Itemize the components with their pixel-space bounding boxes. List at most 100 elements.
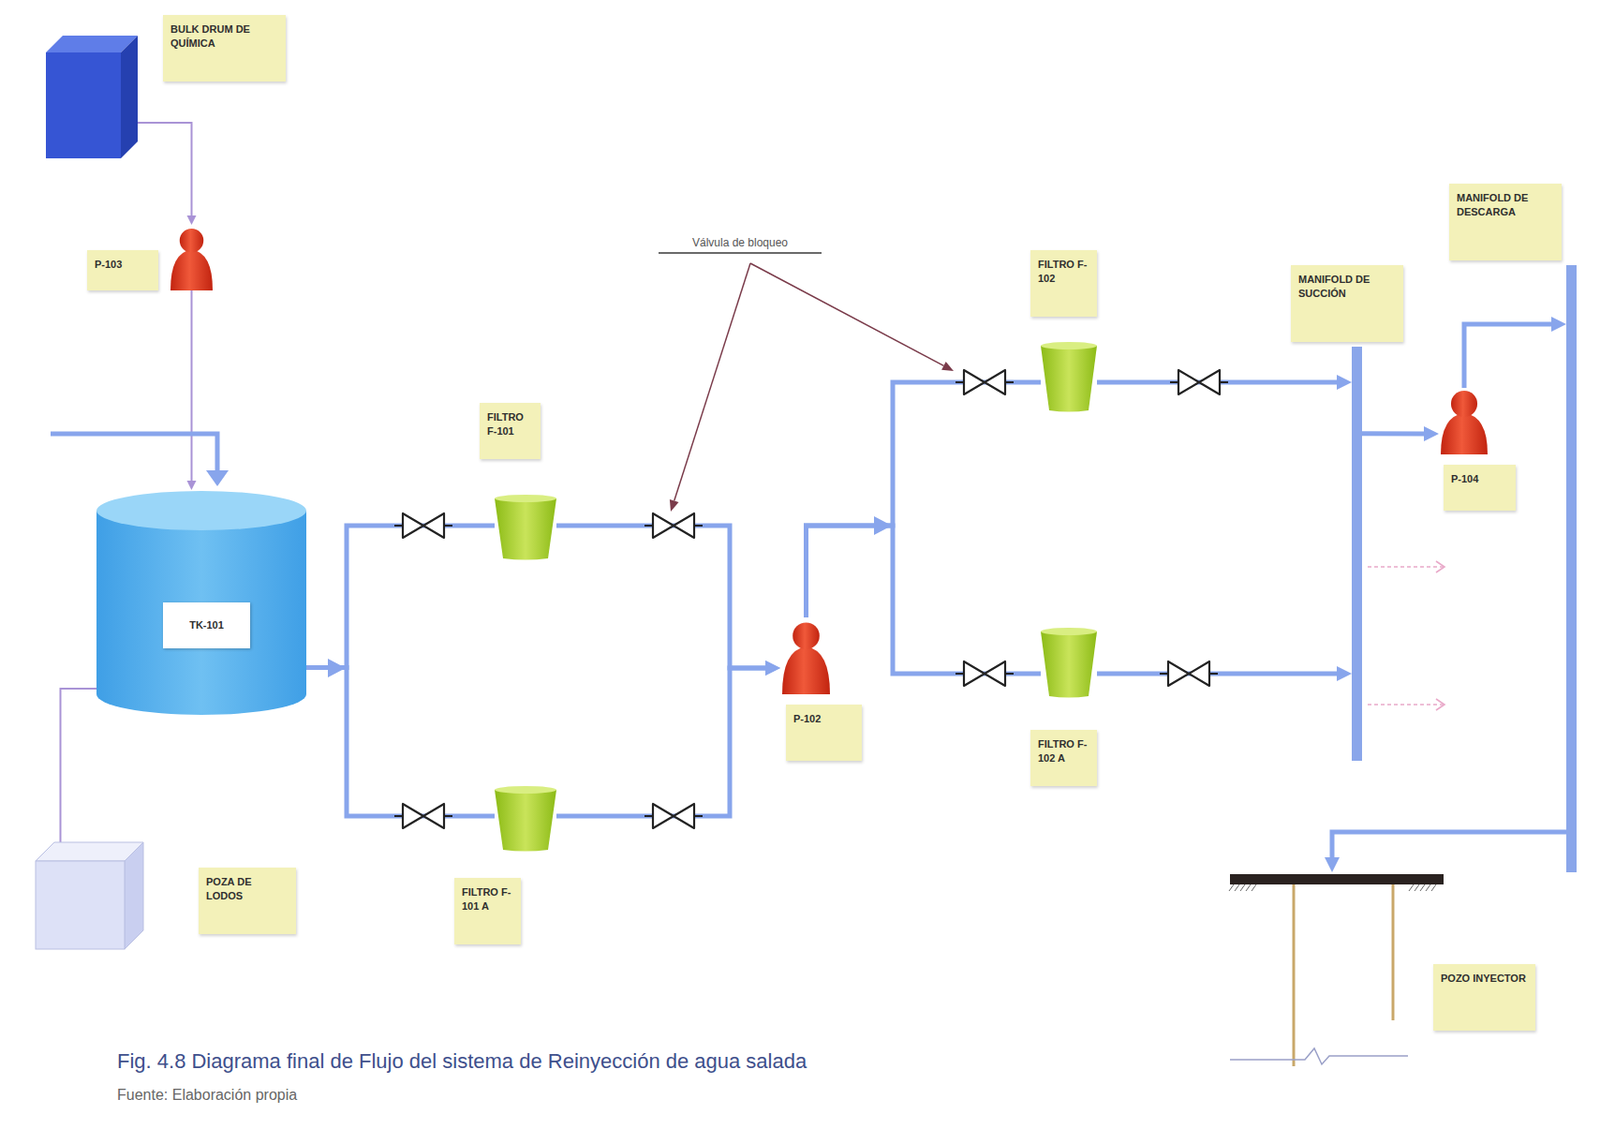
block-valve — [644, 513, 703, 538]
well-casing — [1292, 884, 1296, 1067]
ground-hatch — [1408, 884, 1414, 891]
equipment-tag: FILTRO F-102 A — [1030, 729, 1097, 786]
equipment-tag: FILTRO F-101 A — [454, 877, 521, 945]
pit-front — [35, 860, 125, 949]
ground-hatch — [1431, 884, 1437, 891]
arrow-head — [1336, 666, 1352, 682]
pipe-line — [191, 290, 193, 483]
filter-node: FILTRO F-102 A — [1040, 627, 1097, 699]
wellhead-platform — [1229, 874, 1444, 885]
pump-head — [179, 228, 204, 252]
filter-symbol — [1040, 627, 1097, 699]
equipment-name: FILTRO F-101 A — [461, 886, 511, 912]
water-pipe — [556, 525, 781, 676]
pump-symbol — [168, 224, 215, 291]
equipment-name: MANIFOLD DE DESCARGA — [1456, 192, 1528, 218]
water-pipe — [306, 525, 495, 668]
arrow-head — [669, 499, 680, 512]
pump-body — [782, 646, 830, 695]
equipment-name: BULK DRUM DE QUÍMICA — [170, 23, 251, 49]
ground-hatch — [1251, 884, 1257, 891]
water-pipe — [306, 667, 495, 816]
bar-symbol — [1351, 346, 1363, 761]
drum-front — [45, 52, 121, 159]
ground-hatch — [1240, 884, 1245, 891]
pump-node: P-103 — [168, 224, 215, 291]
equipment-name: POZO INYECTOR — [1440, 972, 1526, 984]
block-valve — [1159, 661, 1218, 686]
filter-rim — [494, 494, 557, 503]
equipment-name: POZA DE LODOS — [206, 875, 252, 902]
pipe-line — [1362, 430, 1427, 436]
feed-pipe — [50, 433, 218, 473]
pipe-line — [1096, 671, 1340, 677]
arrow-head — [206, 470, 229, 487]
ground-hatch — [1245, 884, 1251, 891]
equipment-name: P-102 — [793, 712, 821, 725]
ground-hatch — [1229, 884, 1234, 891]
chemical-line — [60, 688, 98, 843]
well-node: POZO INYECTOR — [1229, 872, 1444, 1072]
chemical-line — [137, 122, 197, 225]
equipment-tag: P-102 — [785, 704, 862, 761]
equipment-tag: FILTRO F-102 — [1030, 250, 1097, 317]
figure-caption: Fig. 4.8 Diagrama final de Flujo del sis… — [117, 1049, 807, 1074]
tank-roof — [96, 490, 307, 531]
leader-line — [674, 263, 751, 502]
block-valve — [644, 803, 703, 829]
pipe-line — [556, 667, 769, 816]
tank-tag: TK-101 — [162, 602, 251, 649]
source-note: Fuente: Elaboración propia — [117, 1086, 297, 1104]
arrow-head — [1436, 698, 1445, 711]
water-pipe — [1362, 426, 1439, 442]
pump-node: P-102 — [780, 617, 832, 695]
water-pipe — [556, 660, 781, 816]
filter-node: FILTRO F-101 A — [494, 785, 557, 853]
water-pipe — [1324, 831, 1567, 873]
filter-body — [1040, 345, 1097, 413]
chemical-line — [186, 290, 196, 490]
formation-line — [1229, 1048, 1408, 1065]
arrow-head — [874, 516, 892, 535]
filter-symbol — [1040, 341, 1097, 414]
bar-node: MANIFOLD DE DESCARGA — [1566, 265, 1577, 873]
equipment-name: P-103 — [94, 258, 122, 270]
source-note-text: Fuente: Elaboración propia — [117, 1086, 297, 1103]
ground-hatch — [1425, 884, 1431, 891]
pipe-line — [60, 688, 98, 843]
ground-hatch — [1234, 884, 1240, 891]
arrow-head — [1324, 857, 1340, 873]
equipment-tag: MANIFOLD DE SUCCIÓN — [1290, 265, 1404, 342]
arrow-head — [187, 215, 197, 225]
pipe-line — [1332, 831, 1567, 860]
block-valve — [1170, 370, 1229, 395]
pipe-line — [306, 667, 495, 816]
ground-hatch — [1414, 884, 1420, 891]
tank-shell — [96, 510, 307, 715]
filter-symbol — [494, 785, 557, 853]
pipe-line — [806, 382, 1042, 618]
arrow-head — [941, 361, 954, 371]
equipment-tag: P-104 — [1443, 464, 1516, 511]
pipe-line — [306, 525, 495, 668]
pump-body — [170, 250, 213, 291]
equipment-tag: POZA DE LODOS — [198, 867, 297, 934]
pump-symbol — [780, 617, 832, 695]
pump-head — [792, 622, 820, 650]
equipment-tag: FILTRO F-101 — [479, 402, 541, 460]
block-valve — [394, 513, 453, 538]
arrow-head — [1551, 316, 1567, 332]
filter-rim — [494, 785, 557, 794]
manifold-pipe — [1566, 265, 1577, 873]
equipment-tag: P-103 — [87, 250, 159, 291]
arrow-head — [186, 480, 196, 490]
bar-node: MANIFOLD DE SUCCIÓN — [1351, 346, 1363, 761]
leader-line — [750, 263, 944, 366]
equipment-name: TK-101 — [189, 618, 224, 633]
equipment-tag: BULK DRUM DE QUÍMICA — [162, 14, 286, 82]
well-symbol — [1229, 872, 1444, 1072]
pipe-line — [806, 525, 1042, 674]
arrow-head — [765, 660, 781, 676]
water-pipe — [1096, 666, 1352, 682]
callout-label-text: Válvula de bloqueo — [692, 236, 788, 250]
